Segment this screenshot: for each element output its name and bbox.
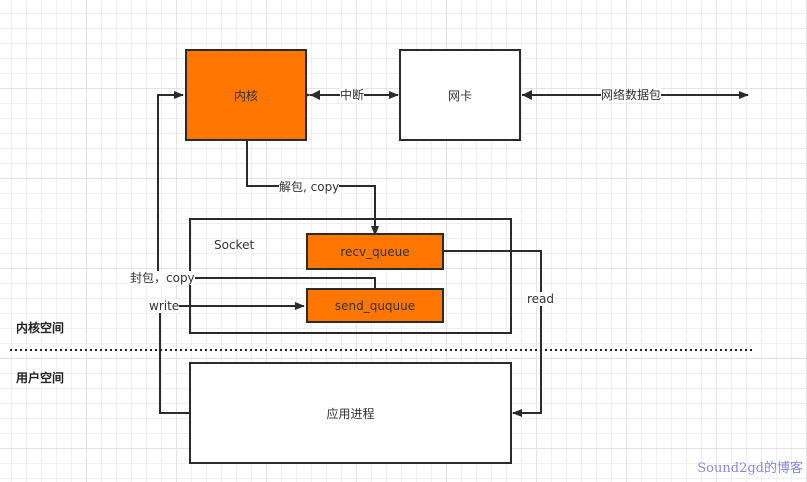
read-label: read: [527, 292, 555, 306]
nic-node[interactable]: 网卡: [399, 49, 521, 141]
interrupt-label: 中断: [340, 88, 365, 102]
send-queue-label: send_ququue: [334, 298, 416, 313]
watermark: Sound2gd的博客: [697, 461, 803, 476]
recv-queue-node[interactable]: recv_queue: [306, 233, 444, 270]
kernel-space-label: 内核空间: [16, 321, 65, 335]
user-space-label: 用户空间: [16, 371, 65, 385]
app-process-node[interactable]: 应用进程: [189, 362, 512, 464]
arrowhead-left: [522, 90, 532, 100]
write-label: write: [149, 299, 180, 313]
nic-label: 网卡: [447, 88, 472, 103]
arrowhead-left: [310, 90, 320, 100]
unpack-copy-label: 解包, copy: [279, 180, 340, 194]
send-queue-node[interactable]: send_ququue: [306, 288, 444, 323]
kernel-node[interactable]: 内核: [185, 49, 307, 141]
socket-label: Socket: [214, 238, 255, 252]
recv-queue-label: recv_queue: [340, 244, 410, 259]
write-connector: [159, 302, 305, 414]
app-process-label: 应用进程: [326, 406, 375, 421]
pack-copy-label: 封包，copy: [130, 271, 195, 285]
network-packet-label: 网络数据包: [601, 88, 662, 102]
read-connector: [443, 250, 542, 417]
kernel-label: 内核: [233, 88, 258, 103]
